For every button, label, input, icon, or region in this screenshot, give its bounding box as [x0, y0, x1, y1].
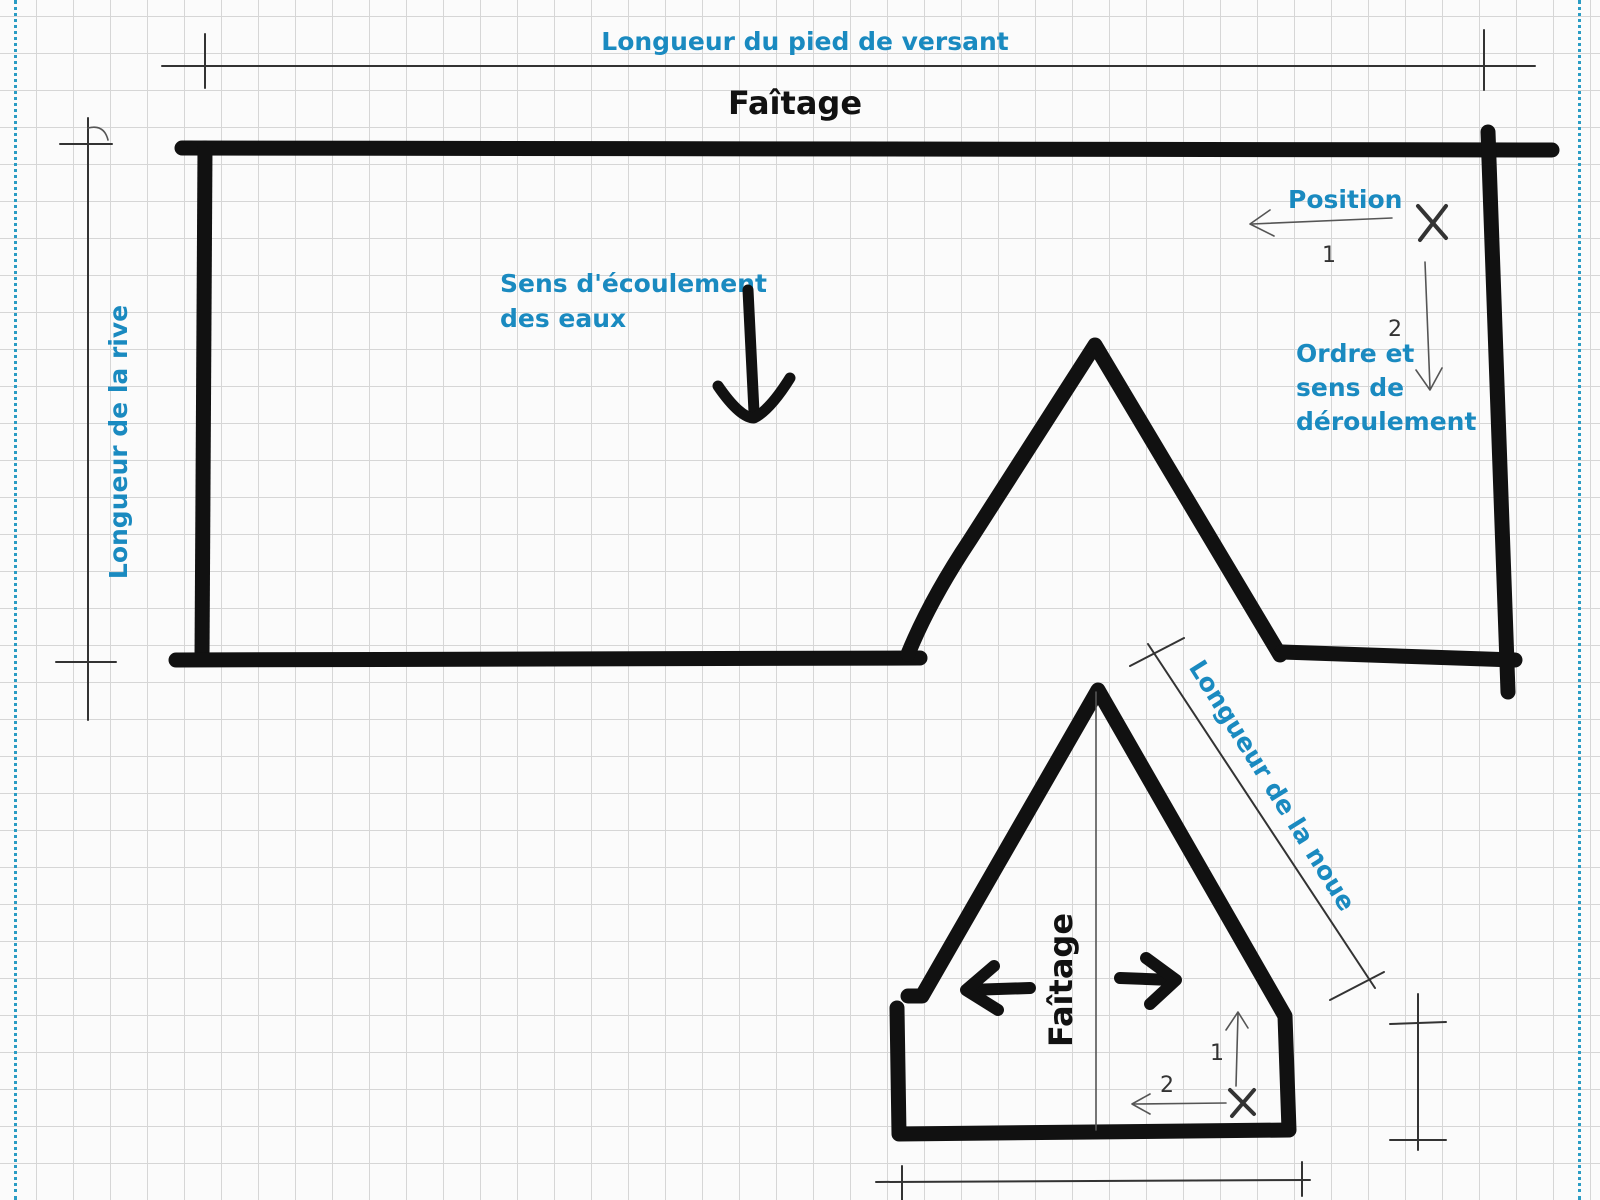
valley-opening	[900, 337, 1288, 663]
bottom-sequence-step2: 2	[1160, 1073, 1174, 1098]
gable-width-line	[875, 1179, 1311, 1183]
sequence-arrow-left-icon	[1249, 209, 1393, 237]
valley-dimension-tick-top	[1129, 637, 1185, 667]
sequence-arrow-left-bottom-icon	[1131, 1093, 1227, 1115]
order-label-line2: sens de	[1296, 373, 1404, 402]
flow-direction-arrow-icon	[712, 284, 796, 424]
left-margin-line	[14, 0, 17, 1200]
sequence-arrow-up-icon	[1225, 1011, 1249, 1087]
right-rake-edge	[1480, 124, 1516, 700]
ridge-label-top: Faîtage	[728, 84, 862, 122]
start-mark-bottom-icon	[1228, 1088, 1256, 1118]
valley-dimension-tick-bottom	[1329, 971, 1385, 1001]
flow-direction-label-line2: des eaux	[500, 304, 626, 333]
gable-roof-outline	[889, 682, 1297, 1142]
flow-arrow-right-icon	[1114, 952, 1182, 1010]
eaves-edge-right	[1274, 644, 1523, 668]
left-rake-edge	[194, 140, 213, 666]
gable-height-dimension	[1389, 993, 1447, 1151]
rake-length-dimension: Longueur de la rive	[55, 117, 133, 721]
eaves-edge-left	[168, 650, 928, 668]
bottom-sequence-step1: 1	[1210, 1041, 1224, 1066]
right-margin-line	[1578, 0, 1581, 1200]
flow-direction-label-line1: Sens d'écoulement	[500, 269, 767, 298]
eaves-length-dimension: Longueur du pied de versant	[161, 27, 1536, 91]
flow-arrow-left-icon	[960, 960, 1036, 1016]
sequence-arrow-down-icon	[1415, 261, 1443, 391]
ridge-line-top	[174, 140, 1560, 158]
main-roof-outline	[168, 124, 1560, 700]
rake-dimension-hook	[87, 126, 109, 141]
gable-width-dimension	[875, 1161, 1311, 1200]
order-label-line3: déroulement	[1296, 407, 1476, 436]
valley-dimension-line	[1147, 643, 1376, 989]
top-sequence-step2: 2	[1388, 317, 1402, 342]
position-label: Position	[1288, 185, 1402, 214]
ridge-label-bottom: Faîtage	[1042, 913, 1080, 1047]
top-sequence-step1: 1	[1322, 243, 1336, 268]
rake-length-label: Longueur de la rive	[104, 305, 133, 579]
order-label-line1: Ordre et	[1296, 339, 1414, 368]
gable-height-tick-top	[1389, 1021, 1447, 1025]
start-mark-top-icon	[1416, 204, 1448, 242]
eaves-length-label: Longueur du pied de versant	[601, 27, 1008, 56]
